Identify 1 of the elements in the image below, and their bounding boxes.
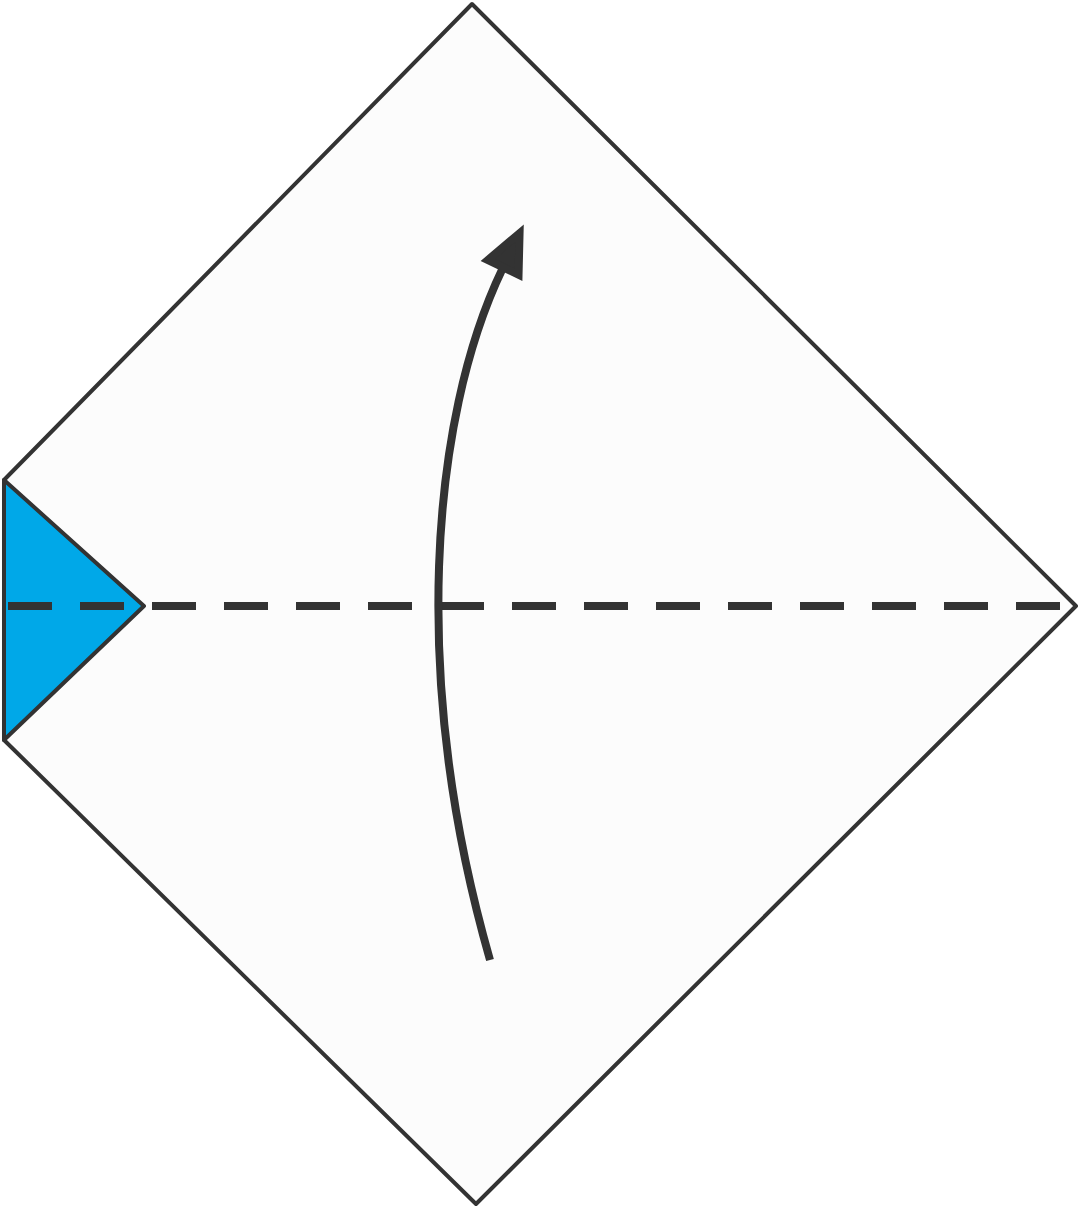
folded-flap	[2, 478, 146, 742]
